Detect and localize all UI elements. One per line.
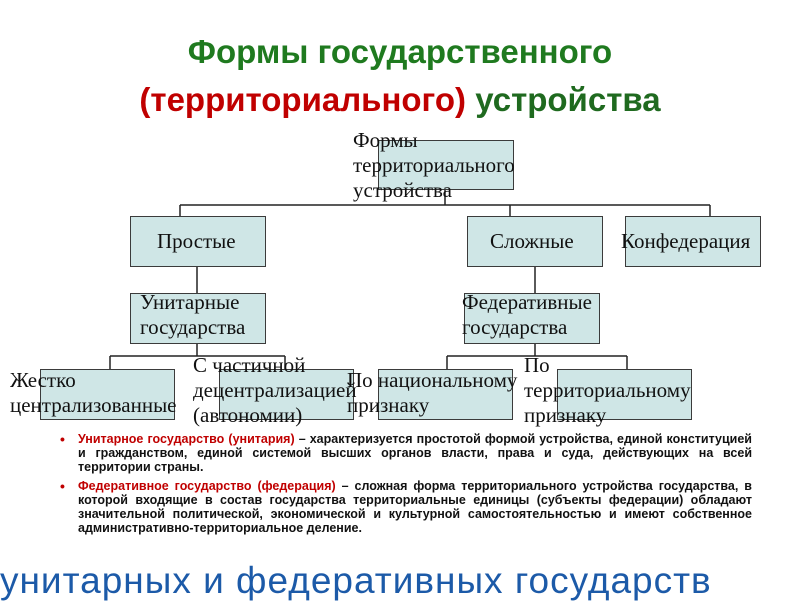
title-line-2: (территориального) устройства: [0, 76, 800, 124]
definition-text: – характеризуется простотой формой устро…: [78, 432, 752, 474]
federal-label-line-2: государства: [462, 315, 568, 339]
bottom-caption: унитарных и федеративных государств: [0, 560, 712, 601]
territorial-label-line-2: территориальному: [524, 378, 691, 402]
bullet-icon: •: [60, 478, 65, 494]
title-red-part: (территориального): [139, 81, 467, 118]
territorial-label: По территориальному признаку: [524, 353, 691, 428]
definition-federal: • Федеративное государство (федерация) –…: [60, 478, 752, 535]
national-box: [378, 369, 513, 420]
partial-label-line-1: С частичной: [193, 353, 306, 377]
strict-label-line-1: Жестко: [10, 368, 76, 392]
confederation-label: Конфедерация: [621, 229, 751, 253]
complex-label: Сложные: [490, 229, 574, 253]
simple-box: [130, 216, 266, 267]
definition-unitary: • Унитарное государство (унитария) – хар…: [60, 431, 752, 474]
national-label-line-2: признаку: [347, 393, 430, 417]
territorial-label-line-1: По: [524, 353, 550, 377]
unitary-label-line-1: Унитарные: [140, 290, 240, 314]
national-label: По национальному признаку: [347, 368, 517, 418]
unitary-label-line-2: государства: [140, 315, 246, 339]
federal-box: [464, 293, 600, 344]
definition-text: – сложная форма территориального устройс…: [78, 479, 752, 535]
definition-term: Федеративное государство (федерация): [78, 479, 336, 493]
partial-label-line-3: (автономии): [193, 403, 303, 427]
strict-label: Жестко централизованные: [10, 368, 177, 418]
definitions-list: • Унитарное государство (унитария) – хар…: [60, 431, 752, 540]
root-label-line-3: устройства: [353, 178, 452, 202]
title-line-1: Формы государственного: [187, 33, 613, 70]
territorial-label-line-3: признаку: [524, 403, 607, 427]
root-label: Формы территориального устройства: [353, 128, 515, 203]
root-box: [378, 140, 514, 190]
complex-box: [467, 216, 603, 267]
bullet-icon: •: [60, 431, 65, 447]
strict-box: [40, 369, 175, 420]
unitary-box: [130, 293, 266, 344]
confederation-box: [625, 216, 761, 267]
simple-label: Простые: [157, 229, 236, 253]
root-label-line-1: Формы: [353, 128, 418, 152]
root-label-line-2: территориального: [353, 153, 515, 177]
federal-label-line-1: Федеративные: [462, 290, 592, 314]
federal-label: Федеративные государства: [462, 290, 592, 340]
page-title: Формы государственного (территориального…: [0, 28, 800, 124]
territorial-box: [557, 369, 692, 420]
partial-label: С частичной децентрализацией (автономии): [193, 353, 357, 428]
partial-label-line-2: децентрализацией: [193, 378, 357, 402]
strict-label-line-2: централизованные: [10, 393, 177, 417]
unitary-label: Унитарные государства: [140, 290, 245, 340]
definition-term: Унитарное государство (унитария): [78, 432, 295, 446]
national-label-line-1: По национальному: [347, 368, 518, 392]
partial-box: [219, 369, 354, 420]
title-rest-part: устройства: [475, 81, 661, 118]
